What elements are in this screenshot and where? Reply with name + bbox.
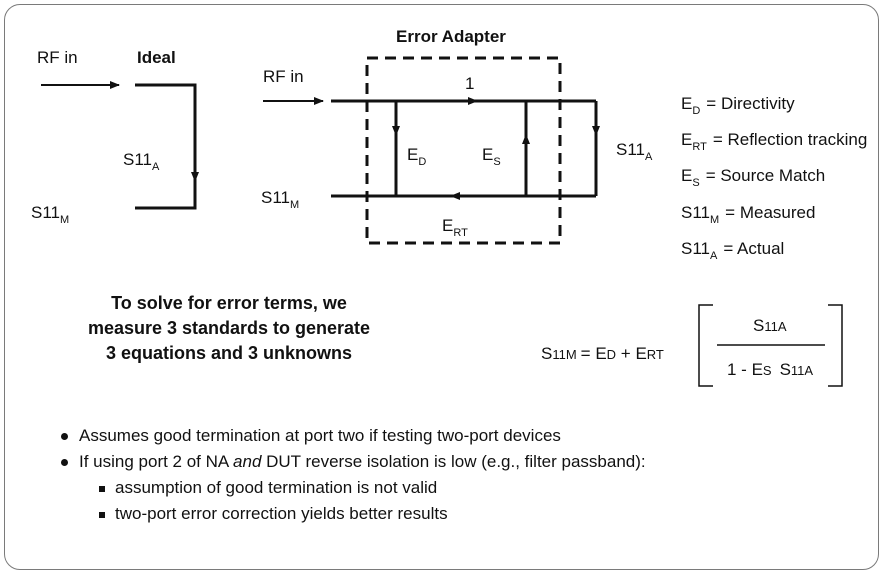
solve-line: To solve for error terms, we: [111, 293, 347, 313]
error-model-diagram: RF in Ideal S11A S11M Error Adapter RF i…: [31, 27, 867, 387]
ideal-s11a-label: S11A: [123, 150, 160, 173]
equation-numerator: S11A: [753, 316, 787, 335]
bullet-item: If using port 2 of NA and DUT reverse is…: [59, 449, 646, 527]
slide-frame: RF in Ideal S11A S11M Error Adapter RF i…: [4, 4, 879, 570]
bullet-text: Assumes good termination at port two if …: [79, 426, 561, 445]
adapter-dashed-box: [365, 56, 562, 245]
solve-line: measure 3 standards to generate: [87, 318, 371, 338]
adapter-one-label: 1: [465, 74, 474, 93]
sub-bullet-text: assumption of good termination is not va…: [115, 478, 438, 497]
adapter-es-label: ES: [482, 145, 501, 168]
legend-item: S11M= Measured: [681, 203, 815, 226]
equation-lhs: S11M= ED + ERT: [541, 344, 664, 363]
sub-bullet-square: [99, 486, 105, 492]
legend: ED= Directivity ERT= Reflection tracking…: [681, 94, 867, 262]
adapter-rf-in-label: RF in: [263, 67, 304, 86]
bullet-dot: [61, 433, 68, 440]
adapter-s11a-label: S11A: [616, 140, 653, 163]
sub-bullet-text: two-port error correction yields better …: [115, 504, 448, 523]
bullet-dot: [61, 459, 68, 466]
legend-item: S11A= Actual: [681, 239, 784, 262]
bullet-list: Assumes good termination at port two if …: [59, 423, 646, 527]
sub-bullet-square: [99, 512, 105, 518]
sub-bullet-item: assumption of good termination is not va…: [95, 475, 646, 501]
legend-item: ES= Source Match: [681, 166, 825, 189]
adapter-s11m-label: S11M: [261, 188, 299, 211]
ideal-rf-in-label: RF in: [37, 48, 78, 67]
ideal-title: Ideal: [137, 48, 176, 67]
adapter-ed-label: ED: [407, 145, 426, 168]
ideal-reflection-path: [135, 83, 197, 210]
legend-item: ERT= Reflection tracking: [681, 130, 867, 153]
ideal-s11m-label: S11M: [31, 203, 69, 226]
solve-statement: To solve for error terms, we measure 3 s…: [69, 291, 389, 366]
adapter-ert-label: ERT: [442, 216, 468, 239]
equation-left-bracket: [698, 304, 713, 387]
legend-item: ED= Directivity: [681, 94, 795, 117]
bullet-item: Assumes good termination at port two if …: [59, 423, 646, 449]
bullet-text: If using port 2 of NA and DUT reverse is…: [79, 452, 646, 471]
equation-right-bracket: [828, 304, 843, 387]
solve-line: 3 equations and 3 unknowns: [105, 343, 353, 363]
adapter-title: Error Adapter: [396, 27, 506, 46]
sub-bullet-list: assumption of good termination is not va…: [95, 475, 646, 527]
sub-bullet-item: two-port error correction yields better …: [95, 501, 646, 527]
